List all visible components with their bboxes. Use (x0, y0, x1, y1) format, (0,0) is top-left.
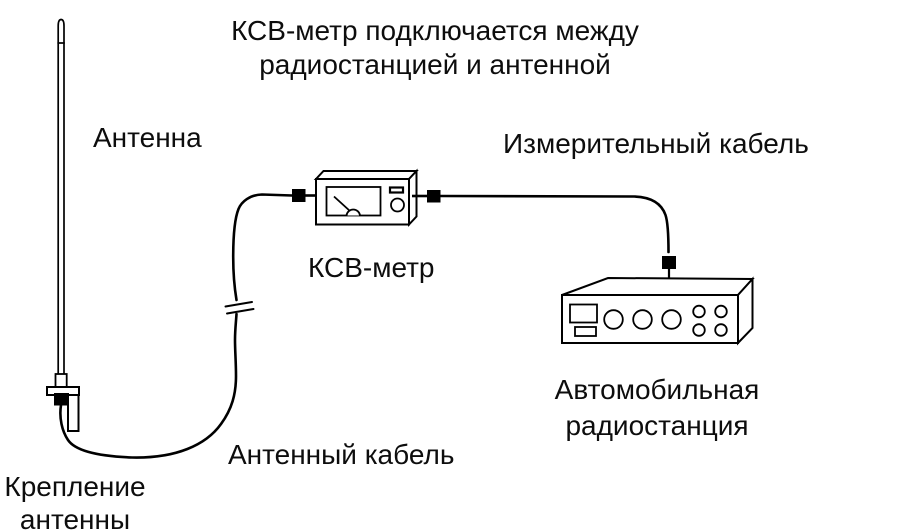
meter-needle (333, 195, 352, 213)
radio-front-face (561, 294, 739, 344)
antenna-mount-label: Крепление антенны (0, 470, 150, 530)
meter-slot (388, 186, 405, 194)
cable-break-mark (224, 301, 253, 308)
antenna-cable-group (59, 193, 294, 459)
antenna-tip (57, 18, 65, 43)
radio-display (569, 303, 598, 324)
swr-meter-label: КСВ-метр (308, 252, 435, 283)
radio-knob (632, 309, 653, 330)
radio-knob (661, 309, 682, 330)
car-radio-label: Автомобильная радиостанция (531, 372, 783, 444)
connector-plug (292, 189, 306, 202)
mount-arm (67, 394, 80, 432)
meter-knob (390, 197, 405, 213)
radio-top-face (561, 276, 755, 296)
meter-pivot-arc (345, 208, 361, 216)
car-radio-label-line1: Автомобильная (554, 374, 760, 405)
measuring-cable-label: Измерительный кабель (503, 128, 809, 159)
measuring-cable (439, 194, 670, 254)
cable-break-mark (226, 308, 255, 315)
radio-small-button (692, 304, 706, 319)
measuring-cable-group (439, 194, 676, 281)
antenna-cable-label: Антенный кабель (228, 439, 455, 470)
meter-top-face (313, 170, 419, 180)
connector-plug (662, 256, 676, 269)
antenna-group (46, 18, 80, 432)
mount-connector (54, 393, 69, 406)
antenna-mount-label-line1: Крепление (4, 471, 146, 502)
radio-knob (603, 309, 624, 330)
antenna-base-sleeve (54, 373, 68, 388)
antenna-label: Антенна (93, 122, 202, 153)
antenna-cable-lower (59, 312, 238, 459)
connector-plug (427, 190, 441, 203)
antenna-cable-upper (231, 193, 294, 302)
antenna-mount-label-line2: антенны (19, 504, 131, 530)
radio-button-bar (574, 326, 597, 337)
car-radio-label-line2: радиостанция (565, 410, 749, 441)
diagram-title-line1: КСВ-метр подключается между (231, 15, 639, 46)
swr-meter-device (292, 168, 441, 228)
radio-small-button (692, 323, 706, 337)
radio-small-button (714, 304, 728, 319)
meter-right-face (408, 168, 418, 228)
diagram-title-line2: радиостанцией и антенной (259, 49, 611, 80)
car-radio-device (561, 276, 755, 346)
diagram-title: КСВ-метр подключается между радиостанцие… (185, 14, 685, 82)
radio-small-button (714, 323, 728, 337)
